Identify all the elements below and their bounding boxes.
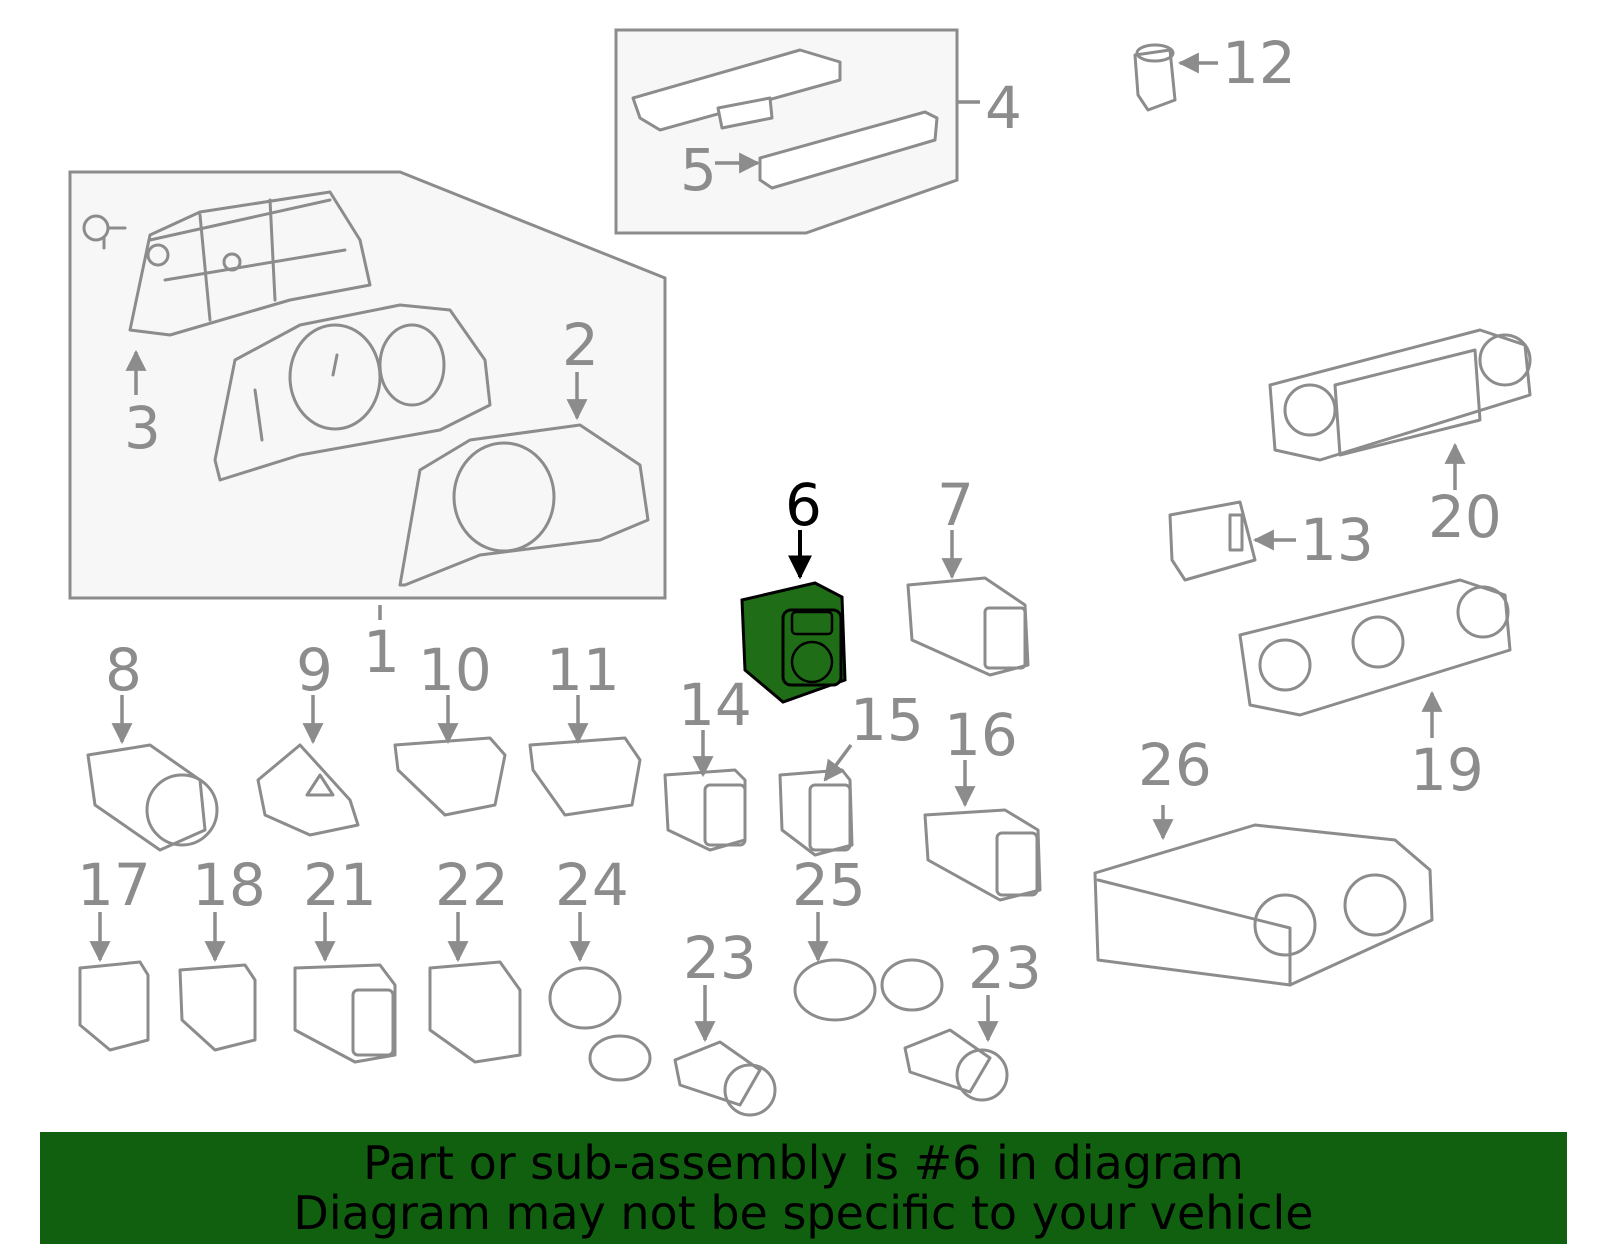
callout-6: 6 (785, 471, 822, 539)
callout-20: 20 (1428, 483, 1502, 551)
part-12-clip (1133, 43, 1177, 112)
part-22-switch (428, 960, 522, 1064)
callout-16: 16 (944, 701, 1018, 769)
group-box-cluster (68, 170, 667, 600)
callout-25: 25 (792, 851, 866, 919)
part-3-cluster-housing (128, 190, 372, 337)
part-18-switch (178, 963, 257, 1052)
part-26-audio-unit (1093, 823, 1434, 987)
callout-18: 18 (192, 851, 266, 919)
leader-arrows (89, 52, 1466, 1043)
callout-23b: 23 (968, 934, 1042, 1002)
callout-22: 22 (435, 851, 509, 919)
callout-10: 10 (418, 636, 492, 704)
callout-1: 1 (363, 618, 400, 686)
part-8-knob (86, 743, 219, 852)
part-9-hazard-switch (256, 743, 360, 837)
callout-12: 12 (1222, 29, 1296, 97)
part-6-switch-highlighted (740, 581, 847, 704)
callout-5: 5 (680, 136, 717, 204)
callout-26: 26 (1138, 731, 1212, 799)
part-21-switch (293, 963, 397, 1064)
info-banner: Part or sub-assembly is #6 in diagram Di… (40, 1132, 1567, 1244)
callout-7: 7 (937, 471, 974, 539)
callout-23a: 23 (683, 924, 757, 992)
part-13-switch (1168, 500, 1257, 582)
part-5-switch-strip (758, 110, 939, 190)
callout-19: 19 (1410, 736, 1484, 804)
part-24-power-outlet (548, 966, 652, 1082)
callout-15: 15 (850, 686, 924, 754)
part-17-switch (78, 960, 150, 1052)
part-1-meter-assembly (213, 303, 492, 482)
callout-24: 24 (555, 851, 629, 919)
part-20-climate-control (1268, 328, 1532, 462)
callout-9: 9 (296, 636, 333, 704)
banner-line-1: Part or sub-assembly is #6 in diagram (363, 1136, 1244, 1190)
banner-line-2: Diagram may not be specific to your vehi… (293, 1186, 1314, 1240)
callout-21: 21 (303, 851, 377, 919)
callout-2: 2 (562, 311, 599, 379)
part-14-switch (663, 768, 747, 852)
part-19-climate-control (1238, 578, 1512, 717)
callout-13: 13 (1300, 506, 1374, 574)
bulb-icon (82, 214, 127, 250)
part-15-switch (778, 768, 854, 857)
part-4-upper-panel (631, 48, 842, 132)
callout-3: 3 (124, 394, 161, 462)
part-23b-power-outlet (903, 1028, 1009, 1102)
callout-8: 8 (105, 636, 142, 704)
part-10-switch (393, 736, 507, 817)
part-2-cluster-lens (398, 423, 650, 587)
part-16-switch (923, 808, 1042, 902)
callout-14: 14 (678, 671, 752, 739)
part-11-switch (528, 736, 642, 817)
part-7-switch (906, 576, 1030, 677)
callout-11: 11 (546, 636, 620, 704)
part-23a-power-outlet (673, 1040, 777, 1117)
callout-17: 17 (77, 851, 151, 919)
part-25-power-outlet (793, 958, 944, 1022)
callout-4: 4 (985, 74, 1022, 142)
